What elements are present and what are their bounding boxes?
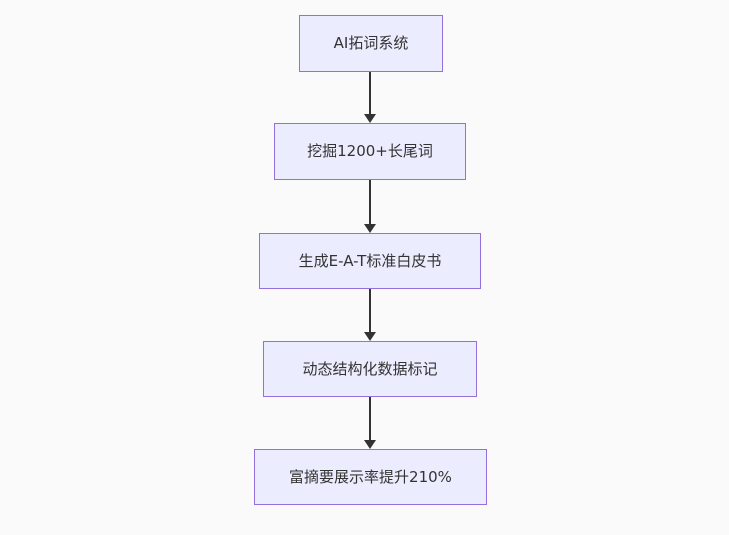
flow-node-label: 动态结构化数据标记 [302,359,438,378]
arrow-down-icon [364,397,376,449]
flow-node-longtail-mining: 挖掘1200+长尾词 [274,123,466,180]
flow-node-label: AI拓词系统 [333,34,409,52]
flow-node-structured-data-markup: 动态结构化数据标记 [263,341,477,397]
arrow-down-icon [364,72,376,123]
arrowhead-icon [364,224,376,233]
arrowhead-icon [364,332,376,341]
arrowhead-icon [364,440,376,449]
arrow-down-icon [364,180,376,233]
flow-node-rich-snippet-rate: 富摘要展示率提升210% [254,449,487,505]
flow-node-label: 富摘要展示率提升210% [289,467,452,486]
arrow-down-icon [364,289,376,341]
arrow-shaft [369,180,371,224]
flow-node-label: 生成E-A-T标准白皮书 [298,251,442,270]
arrow-shaft [369,397,371,440]
arrowhead-icon [364,114,376,123]
flow-node-eat-whitepaper: 生成E-A-T标准白皮书 [259,233,481,289]
flow-node-ai-word-expansion: AI拓词系统 [299,15,443,72]
flow-node-label: 挖掘1200+长尾词 [307,142,433,160]
arrow-shaft [369,289,371,332]
arrow-shaft [369,72,371,114]
